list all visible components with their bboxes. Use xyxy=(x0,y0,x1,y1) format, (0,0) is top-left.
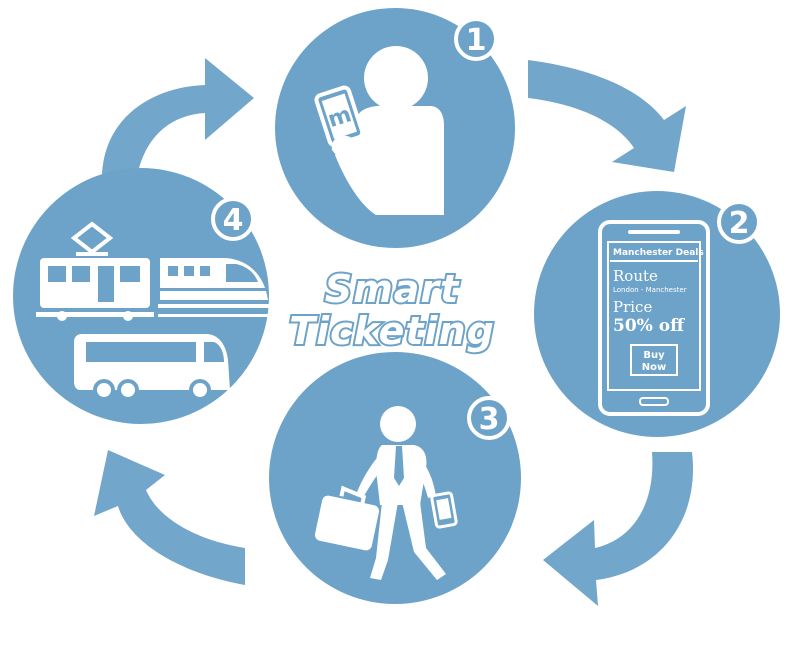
walking-businessman-icon xyxy=(314,406,458,580)
step-3-badge: 3 xyxy=(467,396,511,440)
cycle-arrow-4-to-1 xyxy=(101,58,254,183)
transport-vehicles-icon xyxy=(36,221,270,401)
step-2-badge: 2 xyxy=(717,200,761,244)
phone-deals-header: Manchester Deals xyxy=(613,248,704,258)
phone-route-value: London - Manchester xyxy=(613,286,687,294)
cycle-arrow-3-to-4 xyxy=(94,450,245,585)
phone-buy-now-button xyxy=(630,344,678,376)
tram-shape xyxy=(36,258,154,321)
smartphone-deal-icon: Manchester Deals Route London - Manchest… xyxy=(598,220,710,416)
title-line-2: Ticketing xyxy=(289,309,495,353)
cycle-arrow-1-to-2 xyxy=(528,60,686,172)
step-1-number: 1 xyxy=(466,23,487,58)
phone-route-label: Route xyxy=(613,267,658,285)
coach-bus-shape xyxy=(74,334,230,401)
smart-ticketing-title: Smart Ticketing xyxy=(287,265,496,355)
person-tapping-phone-icon: m xyxy=(314,46,444,215)
step-2-number: 2 xyxy=(729,206,750,241)
cycle-arrow-2-to-3 xyxy=(543,452,694,606)
step-4-number: 4 xyxy=(223,203,244,238)
step-1-badge: 1 xyxy=(454,17,498,61)
step-3-number: 3 xyxy=(479,402,500,437)
high-speed-train-shape xyxy=(158,258,270,317)
phone-buy-label-line1: Buy xyxy=(643,350,665,361)
phone-price-label: Price xyxy=(613,298,652,316)
phone-price-value: 50% off xyxy=(613,316,685,336)
title-line-1: Smart xyxy=(325,267,460,311)
step-4-badge: 4 xyxy=(211,197,255,241)
phone-buy-label-line2: Now xyxy=(642,362,666,373)
